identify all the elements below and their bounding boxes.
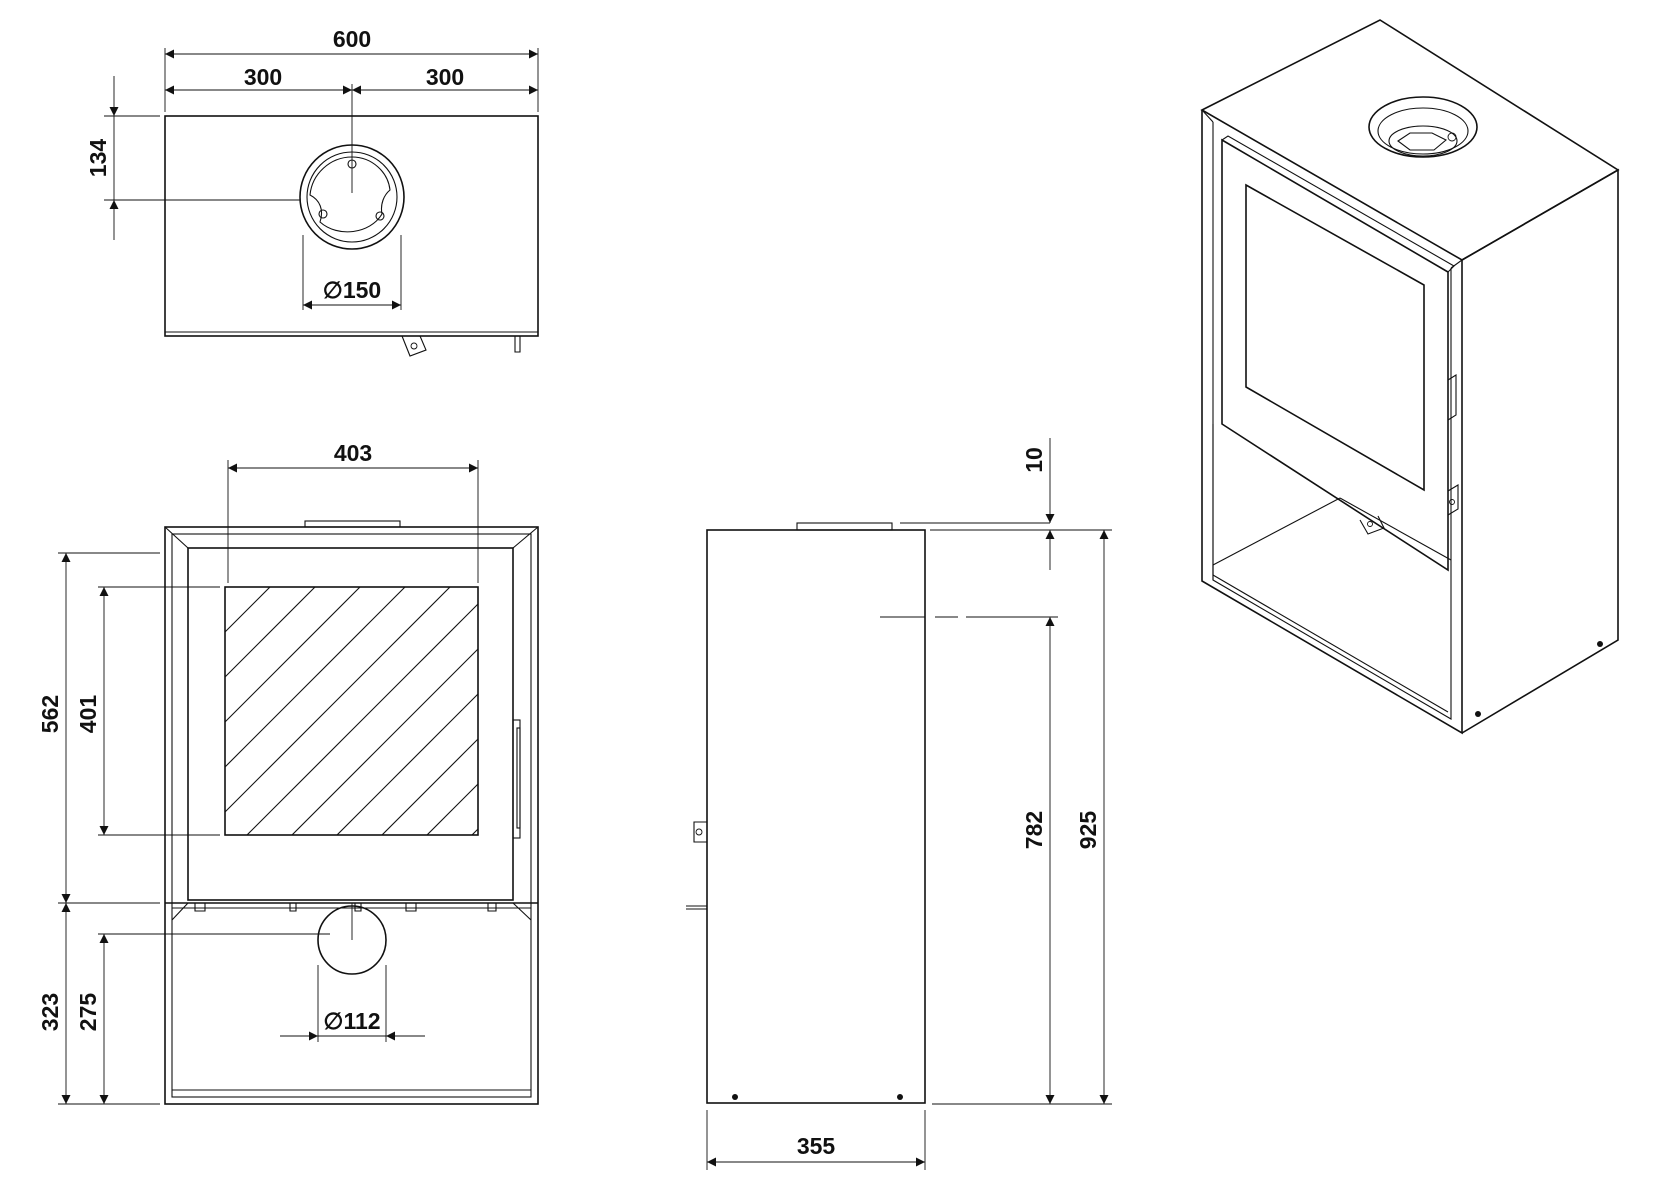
door bbox=[187, 547, 514, 901]
dim-323: 323 bbox=[37, 993, 63, 1031]
dim-355: 355 bbox=[797, 1133, 836, 1159]
dim-275: 275 bbox=[75, 993, 101, 1032]
handle-icon bbox=[401, 335, 427, 357]
dim-562: 562 bbox=[37, 695, 63, 733]
iso-door bbox=[1221, 138, 1449, 572]
dim-300-left: 300 bbox=[244, 64, 282, 90]
dim-10: 10 bbox=[1021, 447, 1047, 473]
dim-134: 134 bbox=[85, 139, 111, 178]
flue-collar bbox=[299, 84, 405, 250]
dim-300-right: 300 bbox=[426, 64, 464, 90]
dim-dia-150: ∅150 bbox=[323, 277, 381, 303]
isometric-view bbox=[1200, 19, 1620, 735]
side-bracket bbox=[693, 821, 707, 843]
glass-window bbox=[224, 586, 479, 836]
dim-403: 403 bbox=[334, 440, 372, 466]
front-view: 403 562 401 323 275 ∅112 bbox=[37, 440, 539, 1105]
dim-dia-112: ∅112 bbox=[323, 1008, 380, 1034]
dim-401: 401 bbox=[75, 695, 101, 734]
side-outline bbox=[706, 529, 926, 1104]
side-view: 10 782 925 355 bbox=[686, 438, 1112, 1170]
dim-782: 782 bbox=[1021, 811, 1047, 849]
top-outline bbox=[164, 115, 539, 337]
iso-glass bbox=[1245, 183, 1425, 492]
dim-600: 600 bbox=[333, 26, 371, 52]
top-view: 600 300 300 134 ∅150 bbox=[85, 26, 539, 357]
dim-925: 925 bbox=[1075, 811, 1101, 850]
